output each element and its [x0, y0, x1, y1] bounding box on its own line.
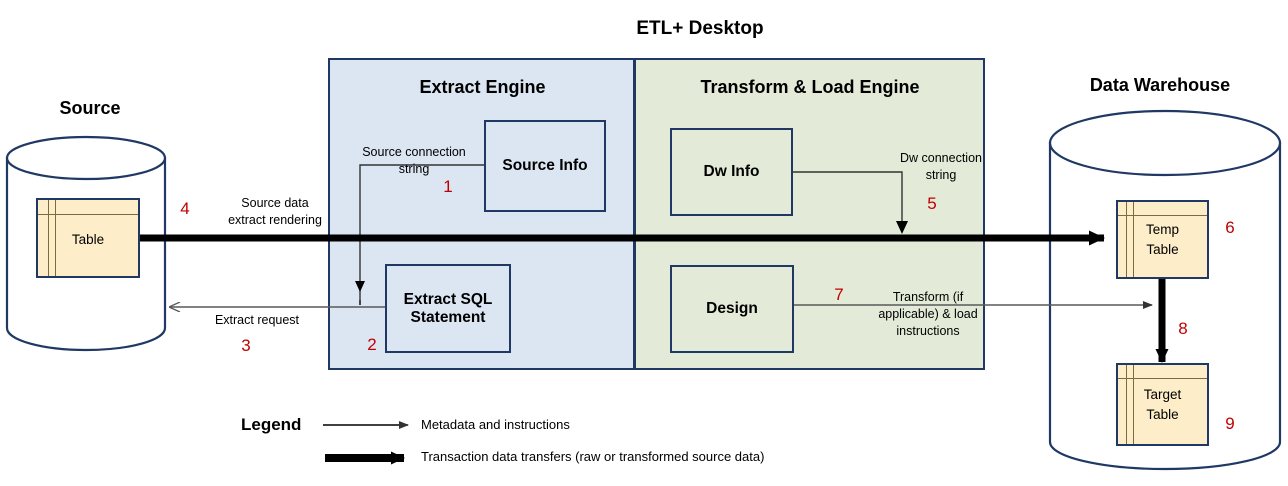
warehouse-title: Data Warehouse [1089, 75, 1231, 95]
target-table-line2: Table [1146, 407, 1179, 422]
step-number-2: 2 [367, 335, 377, 354]
annotation-source-connection-line2: string [398, 162, 430, 176]
box-design: Design [670, 265, 794, 353]
annotation-source-connection-line1: Source connection [362, 145, 466, 159]
temp-table-icon: Temp Table [1116, 200, 1209, 279]
temp-table-line1: Temp [1145, 222, 1179, 237]
panel-extract-engine-title: Extract Engine [419, 77, 546, 97]
annotation-source-data-line2: extract rendering [228, 213, 322, 227]
source-table-label: Table [71, 232, 105, 247]
box-extract-sql-line2: Statement [410, 308, 486, 326]
step-number-3: 3 [241, 336, 251, 355]
step-number-6: 6 [1225, 218, 1235, 237]
annotation-dw-connection-line2: string [925, 168, 957, 182]
step-number-9: 9 [1225, 414, 1235, 433]
annotation-transform-line2: applicable) & load [878, 307, 978, 321]
source-title: Source [59, 98, 121, 118]
box-extract-sql-line1: Extract SQL [403, 290, 493, 308]
box-source-info: Source Info [484, 120, 606, 212]
page-title: ETL+ Desktop [636, 18, 764, 39]
panel-transform-load-engine-title: Transform & Load Engine [700, 77, 920, 97]
annotation-dw-connection-line1: Dw connection [900, 151, 982, 165]
step-number-4: 4 [180, 199, 190, 218]
legend-title: Legend [241, 415, 302, 434]
annotation-extract-request: Extract request [214, 313, 300, 327]
source-table-icon: Table [36, 198, 140, 278]
box-design-label: Design [706, 300, 758, 317]
legend-item-transaction-label: Transaction data transfers (raw or trans… [421, 449, 765, 464]
box-source-info-label: Source Info [502, 157, 588, 174]
box-dw-info: Dw Info [670, 128, 793, 216]
target-table-line1: Target [1143, 387, 1182, 402]
box-extract-sql-statement: Extract SQL Statement [385, 264, 511, 353]
step-number-8: 8 [1178, 319, 1188, 338]
step-number-5: 5 [927, 194, 937, 213]
annotation-transform-line1: Transform (if [892, 290, 964, 304]
annotation-source-data-line1: Source data [241, 196, 309, 210]
step-number-7: 7 [834, 285, 844, 304]
legend-item-metadata-label: Metadata and instructions [421, 417, 570, 432]
box-dw-info-label: Dw Info [703, 163, 760, 180]
step-number-1: 1 [443, 177, 453, 196]
annotation-transform-line3: instructions [896, 324, 960, 338]
target-table-icon: Target Table [1116, 363, 1209, 446]
temp-table-line2: Table [1146, 242, 1179, 257]
